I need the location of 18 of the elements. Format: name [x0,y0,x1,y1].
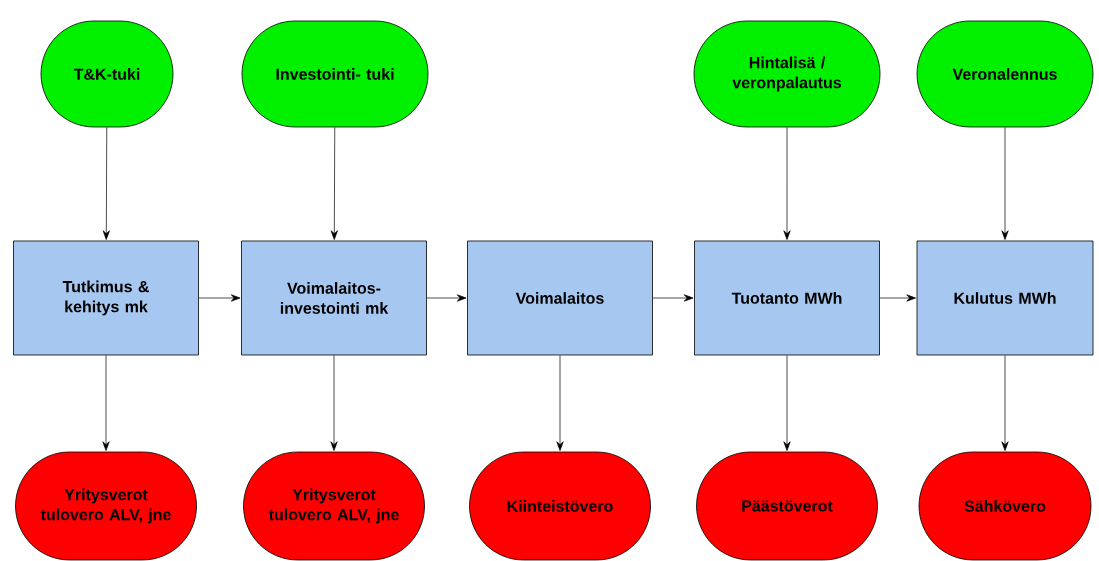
process-box: Voimalaitos- investointi mk [241,240,427,356]
arrow [198,294,241,302]
arrow [426,294,467,302]
arrow [102,127,110,240]
arrow [556,355,564,451]
arrow [652,294,694,302]
arrow [330,127,338,240]
arrow [1001,355,1009,451]
arrow [879,294,916,302]
process-box: Tuotanto MWh [694,240,880,356]
process-box: Kulutus MWh [916,240,1094,356]
process-box: Voimalaitos [467,240,653,356]
arrow [783,127,791,240]
arrow [1001,127,1009,240]
arrow [102,355,110,451]
process-box: Tutkimus & kehitys mk [13,240,199,356]
arrow [783,355,791,451]
arrow [330,355,338,451]
